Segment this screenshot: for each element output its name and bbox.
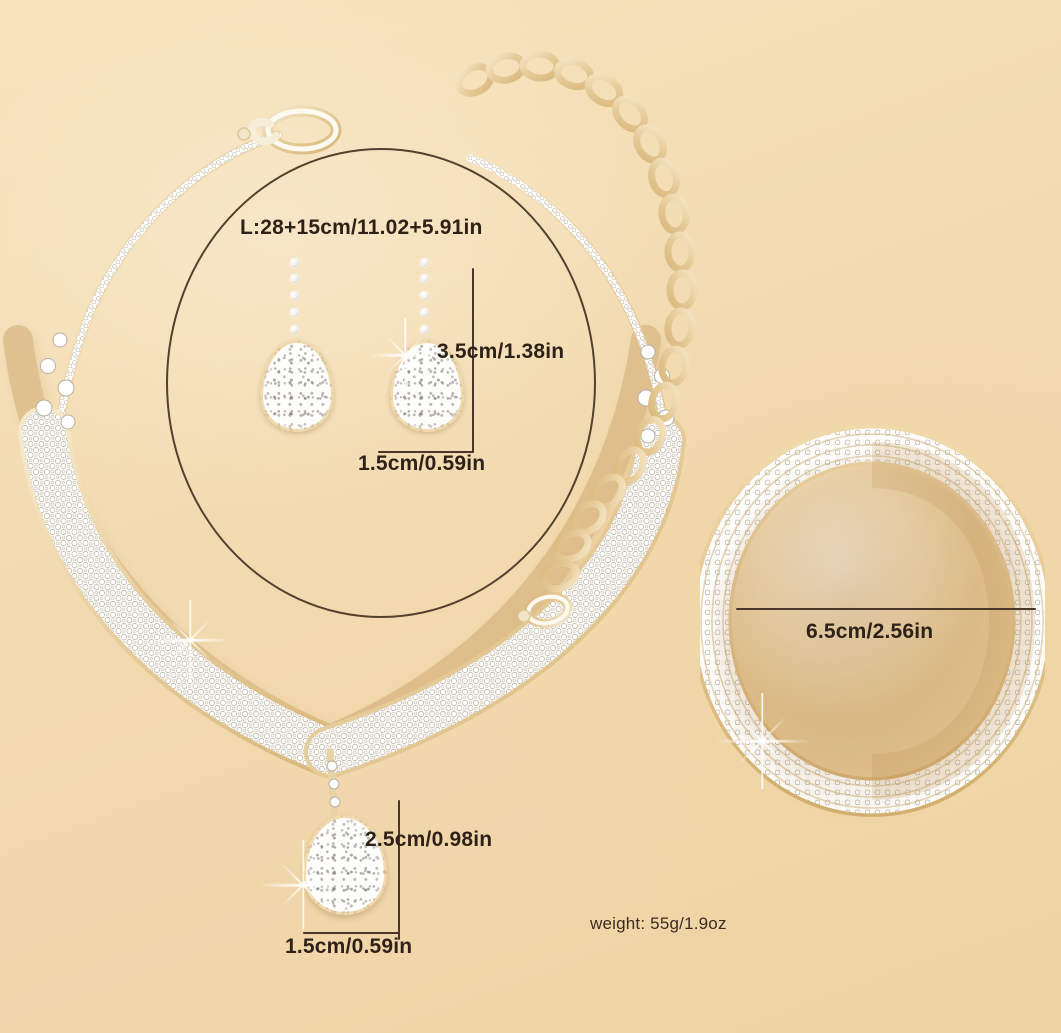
necklace-length-label: L:28+15cm/11.02+5.91in: [240, 216, 483, 239]
extender-end-ring: [517, 592, 573, 628]
weight-label: weight: 55g/1.9oz: [590, 914, 727, 933]
lobster-clasp: [237, 105, 342, 155]
extension-chain: [455, 50, 698, 593]
bracelet-diameter-label: 6.5cm/2.56in: [806, 620, 934, 643]
earring-width-line: [378, 451, 474, 453]
earring-width-label: 1.5cm/0.59in: [358, 452, 486, 475]
pendant-length-label: 2.5cm/0.98in: [365, 828, 493, 851]
bracelet-diameter-line: [736, 608, 1036, 610]
earring-left: [252, 258, 362, 468]
necklace: [3, 50, 698, 816]
bracelet: [692, 425, 1052, 835]
pendant-length-line: [398, 800, 400, 940]
pendant-width-label: 1.5cm/0.59in: [285, 935, 413, 958]
earring-length-label: 3.5cm/1.38in: [437, 340, 565, 363]
pendant-width-line: [303, 932, 399, 934]
earring-length-line: [472, 268, 474, 452]
earring-inset-circle: [166, 148, 596, 618]
